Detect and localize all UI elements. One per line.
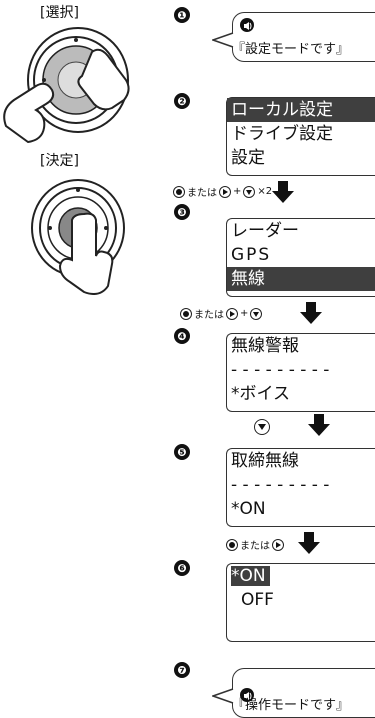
operation-hint-2: または +	[180, 306, 263, 321]
operation-hint-3: または	[226, 537, 284, 552]
center-button-icon	[173, 185, 185, 198]
menu-row: ドライブ設定	[231, 124, 333, 144]
right-button-icon	[219, 185, 231, 198]
down-button-icon	[254, 419, 270, 435]
step-3-screen: レーダー GPS 無線	[226, 218, 375, 297]
step-7-number: ❼	[174, 662, 190, 678]
center-button-icon	[180, 307, 192, 320]
divider-row: - - - - - - - - -	[231, 475, 330, 495]
down-arrow-icon	[298, 532, 320, 554]
step-6-number: ❻	[174, 560, 190, 576]
operation-hint-1: または + ×2	[173, 184, 272, 199]
down-button-icon	[250, 307, 263, 320]
menu-row: OFF	[241, 590, 274, 610]
step-5-number: ❺	[174, 444, 190, 460]
right-button-icon	[272, 538, 284, 551]
right-button-icon	[226, 307, 238, 320]
or-text: または	[194, 310, 224, 321]
hand-icon	[58, 212, 114, 295]
step-7-speech-bubble	[232, 668, 375, 718]
step-1-number: ❶	[174, 7, 190, 23]
decide-label: [決定]	[40, 153, 79, 169]
menu-row: 設定	[231, 148, 265, 168]
down-arrow-icon	[308, 414, 330, 436]
speaker-icon	[240, 688, 254, 702]
bubble-tail	[212, 688, 234, 704]
down-button-icon	[243, 185, 256, 198]
selected-option: *ON	[231, 566, 270, 586]
select-label: [選択]	[40, 5, 79, 21]
plus-text: +	[233, 186, 242, 197]
menu-row: 無線	[227, 267, 375, 291]
menu-row: 無線警報	[231, 336, 299, 356]
step-3-number: ❸	[174, 204, 190, 220]
select-dial-illustration	[3, 27, 130, 144]
menu-row: GPS	[231, 245, 272, 265]
down-arrow-icon	[272, 181, 294, 203]
times-text: ×2	[257, 186, 273, 197]
center-button-icon	[226, 538, 238, 551]
menu-row: レーダー	[231, 221, 299, 241]
step-5-screen: 取締無線 - - - - - - - - - *ON	[226, 448, 375, 527]
step-2-screen: ローカル設定 ドライブ設定 設定	[226, 97, 375, 176]
hand-icon	[3, 48, 130, 144]
or-text: または	[187, 188, 217, 199]
decide-dial-illustration	[31, 179, 125, 295]
plus-text: +	[240, 308, 249, 319]
step-1-voice-text: 『設定モードです』	[232, 42, 350, 57]
speaker-icon	[240, 18, 254, 32]
bubble-tail	[212, 32, 234, 48]
step-4-number: ❹	[174, 328, 190, 344]
menu-row: *ON	[227, 564, 375, 588]
step-6-screen: *ON OFF	[226, 563, 375, 642]
step-7-voice-text: 『操作モードです』	[232, 698, 350, 713]
menu-row: *ON	[231, 499, 266, 519]
or-text: または	[240, 541, 270, 552]
down-arrow-icon	[300, 302, 322, 324]
step-4-screen: 無線警報 - - - - - - - - - *ボイス	[226, 333, 375, 412]
step-2-number: ❷	[174, 93, 190, 109]
divider-row: - - - - - - - - -	[231, 360, 330, 380]
menu-row: *ボイス	[231, 384, 290, 404]
menu-row: ローカル設定	[227, 98, 375, 122]
menu-row: 取締無線	[231, 451, 299, 471]
